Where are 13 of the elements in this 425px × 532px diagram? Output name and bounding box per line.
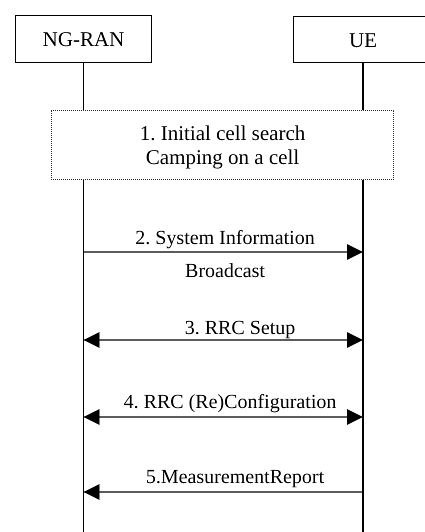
message-label: 3. RRC Setup [184,316,296,340]
message-label: 5.MeasurementReport [144,465,326,489]
message-arrow [84,484,363,500]
participant-name: UE [349,28,377,52]
procedure-text: 1. Initial cell search [140,121,306,145]
message-label: 2. System Information Broadcast [134,226,316,284]
message-arrow [84,409,363,425]
procedure-text: Camping on a cell [146,145,300,169]
message-arrow [84,244,363,260]
message-label: 4. RRC (Re)Configuration [122,390,338,414]
message-arrow [84,332,363,348]
participant-name: NG-RAN [42,27,124,51]
procedure-box [51,110,394,180]
